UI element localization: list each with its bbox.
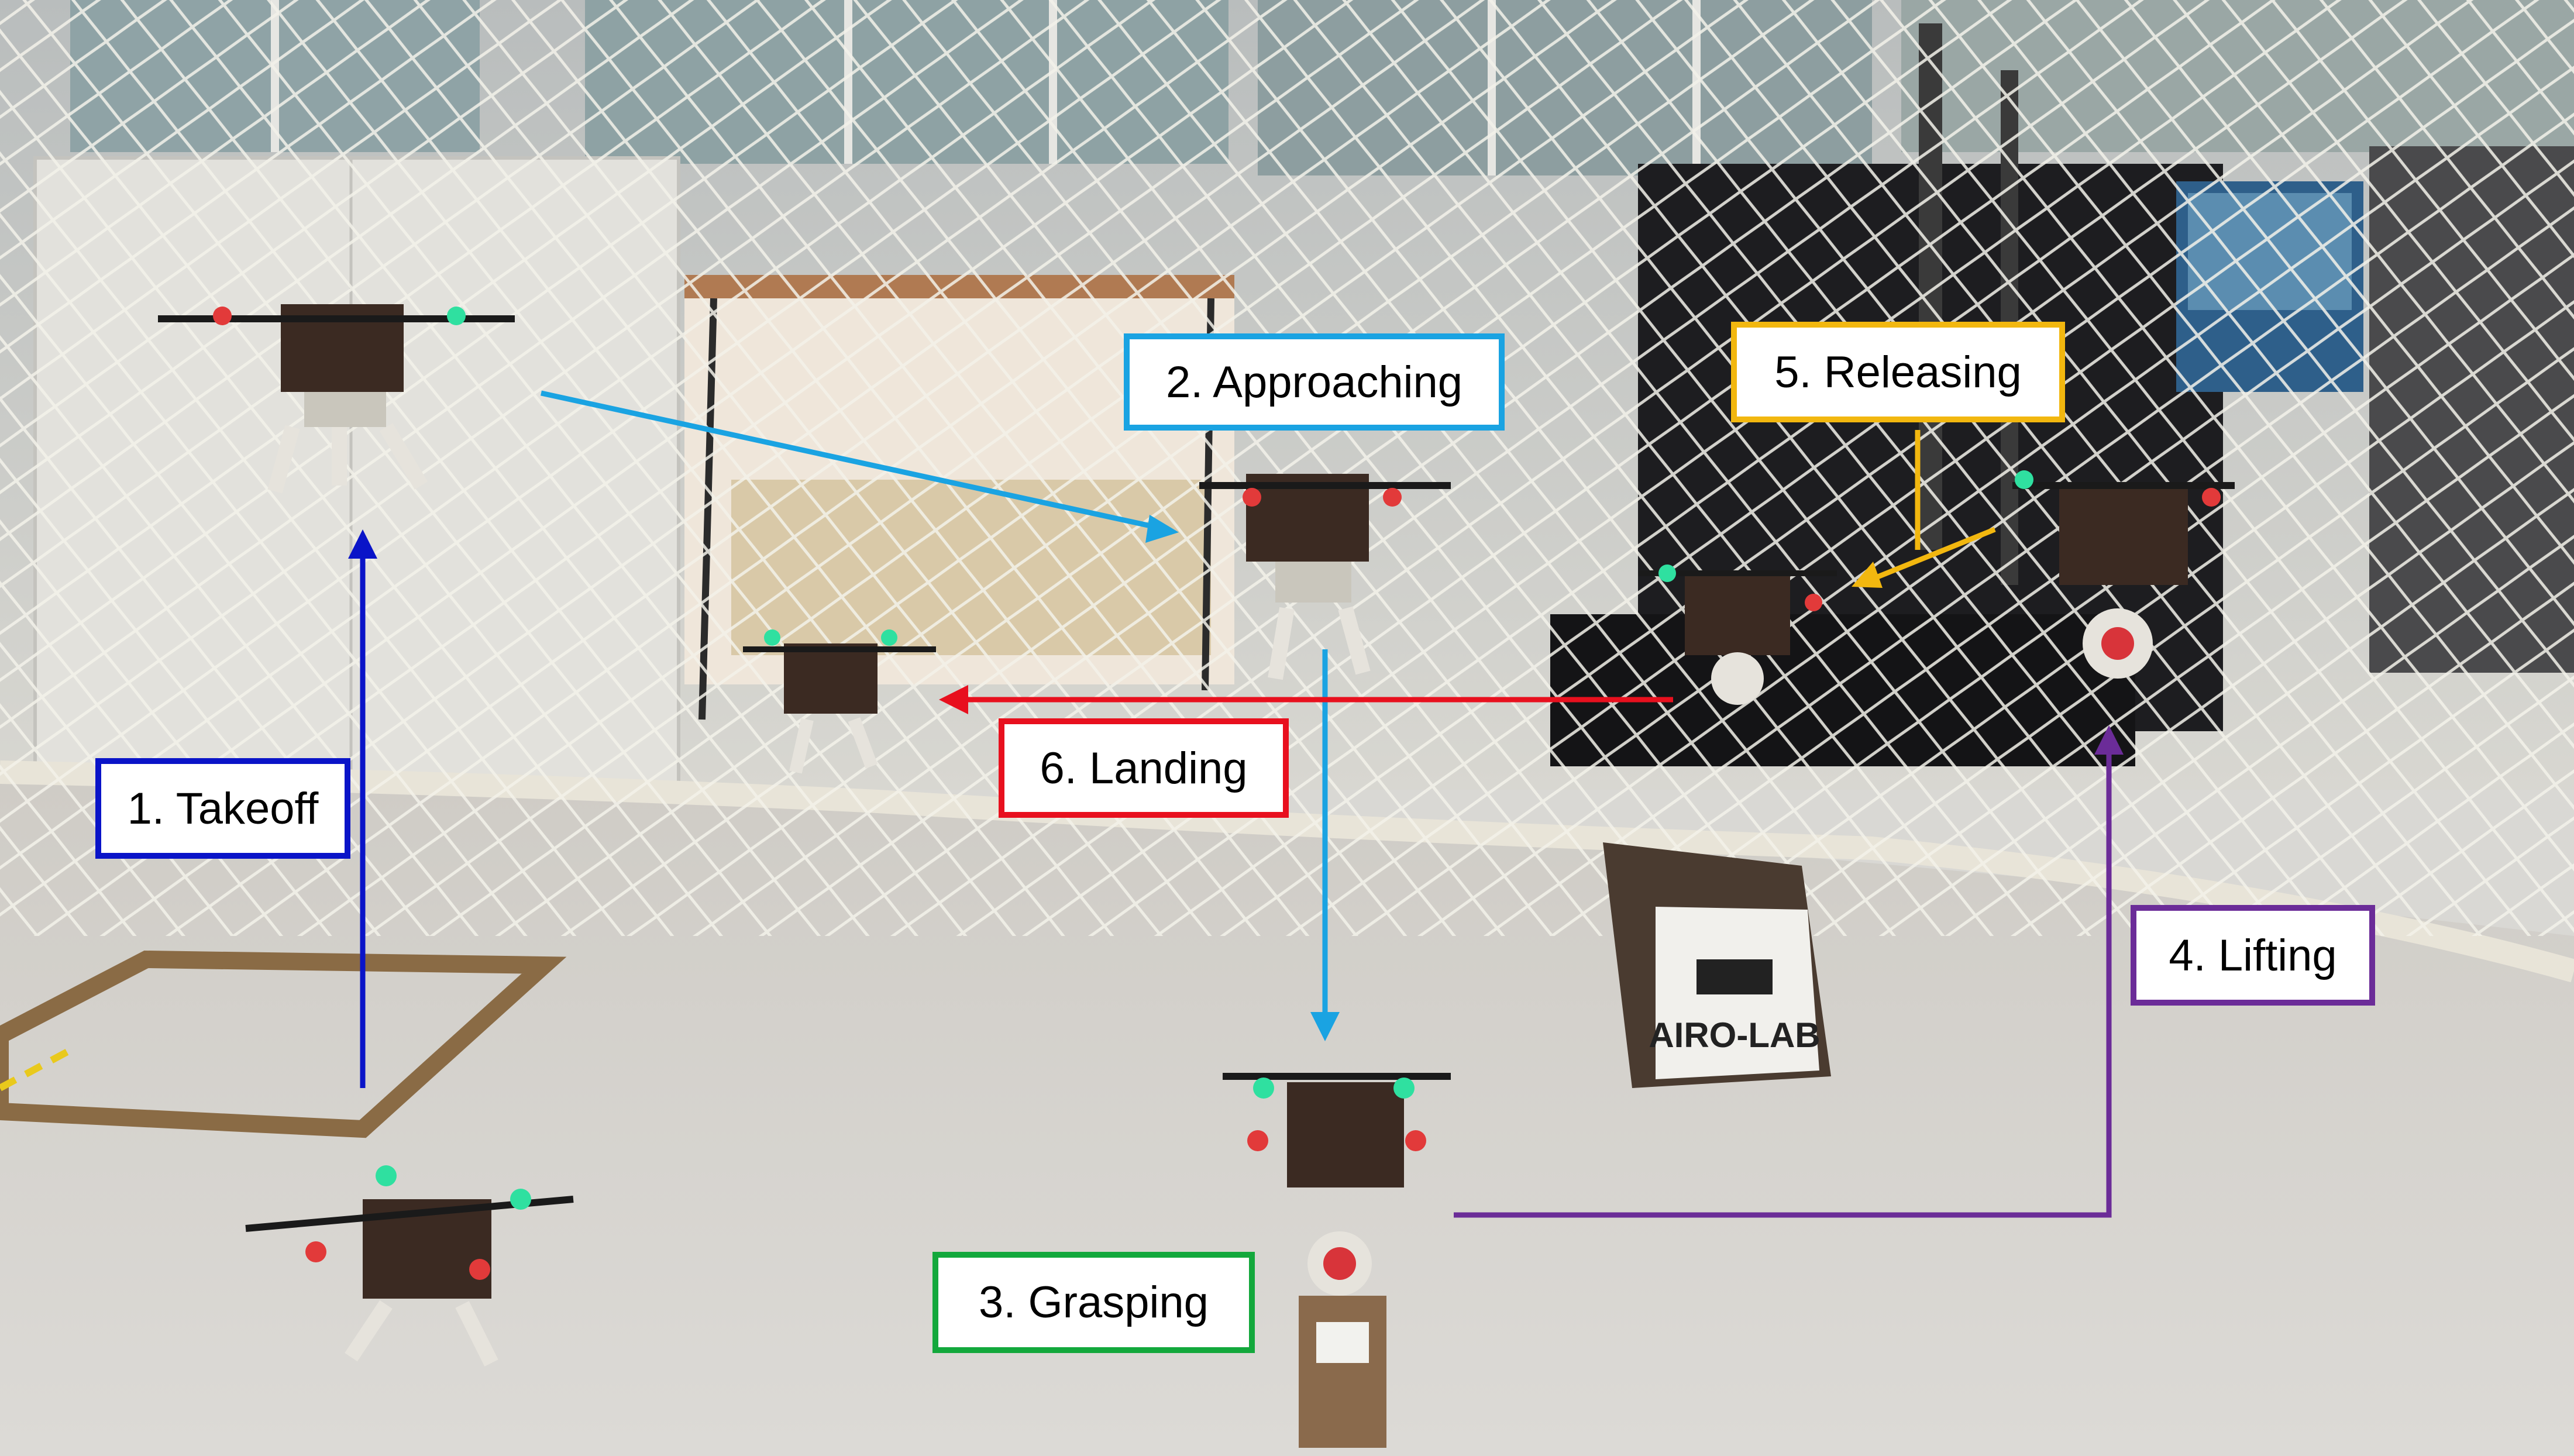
- label-approaching: 2. Approaching: [1124, 333, 1505, 431]
- arrow-lifting: [1454, 746, 2112, 1218]
- arrow-approaching: [541, 390, 1162, 531]
- label-takeoff: 1. Takeoff: [95, 758, 350, 859]
- drone-grasping-ground: [1223, 1073, 1451, 1296]
- label-lifting: 4. Lifting: [2131, 905, 2375, 1006]
- drone-landing-air: [743, 629, 936, 774]
- box-logo-text: AIRO-LAB: [1649, 1016, 1820, 1055]
- drone-takeoff-air: [158, 304, 515, 494]
- arrow-releasing: [1871, 526, 1996, 582]
- drone-releasing-air: [1638, 564, 1837, 705]
- label-releasing: 5. Releasing: [1731, 322, 2065, 422]
- label-landing: 6. Landing: [999, 718, 1289, 818]
- drone-approaching-air: [1199, 474, 1451, 680]
- drone-takeoff-ground: [245, 1165, 574, 1366]
- drone-lifting-air: [2012, 470, 2235, 679]
- label-grasping: 3. Grasping: [932, 1252, 1255, 1353]
